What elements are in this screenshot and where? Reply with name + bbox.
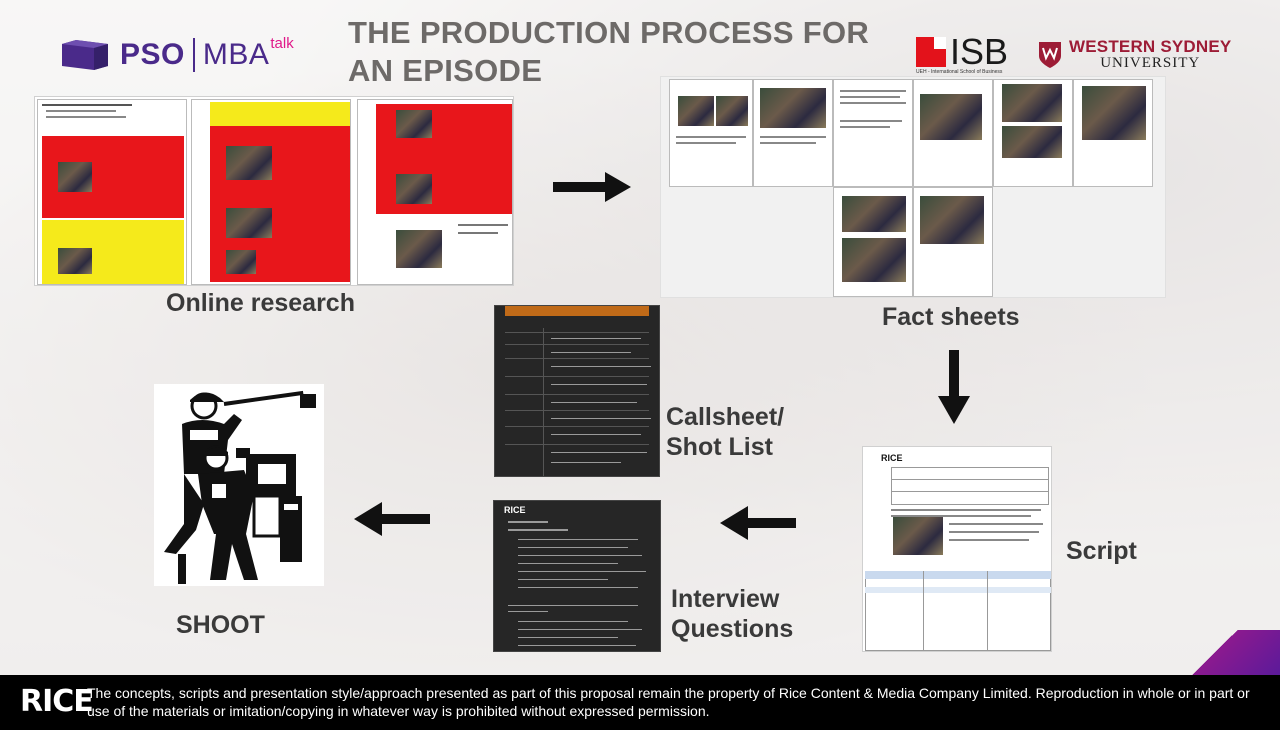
page-title: THE PRODUCTION PROCESS FOR AN EPISODE bbox=[348, 15, 870, 88]
fact-sheets-label: Fact sheets bbox=[882, 303, 1020, 331]
callsheet-doc bbox=[494, 305, 660, 477]
pso-mbatalk-logo: PSO MBA talk bbox=[62, 34, 294, 72]
shoot-label: SHOOT bbox=[176, 611, 265, 639]
fact-sheet-page bbox=[913, 187, 993, 297]
isb-logo: ISB UEH - International School of Busine… bbox=[916, 31, 1009, 75]
decorative-corner bbox=[1150, 630, 1280, 675]
wsu-shield-icon bbox=[1039, 41, 1061, 68]
camera-crew-illustration bbox=[164, 390, 316, 584]
fact-sheet-page bbox=[1073, 79, 1153, 187]
fact-sheet-page bbox=[833, 79, 913, 187]
fact-sheet-page bbox=[913, 79, 993, 187]
arrow-down-icon bbox=[938, 350, 970, 424]
interview-questions-doc: RICE bbox=[493, 500, 661, 652]
script-doc: RICE bbox=[862, 446, 1052, 652]
research-doc-page bbox=[357, 99, 513, 285]
fact-sheet-page bbox=[833, 187, 913, 297]
interview-questions-label: Interview Questions bbox=[671, 585, 794, 643]
fact-sheet-page bbox=[669, 79, 753, 187]
fact-sheet-page bbox=[993, 79, 1073, 187]
fact-sheets-docs bbox=[660, 76, 1166, 298]
callsheet-label: Callsheet/ Shot List bbox=[666, 403, 785, 461]
shoot-illustration bbox=[154, 384, 324, 586]
mba-logo-text: MBA bbox=[202, 38, 270, 71]
isb-logo-subtext: UEH - International School of Business bbox=[916, 69, 1003, 75]
online-research-docs bbox=[34, 96, 514, 286]
pso-book-icon bbox=[62, 40, 108, 70]
wsu-logo-line2: UNIVERSITY bbox=[1100, 55, 1201, 71]
isb-mark-icon bbox=[916, 37, 946, 67]
footer-bar: RICE The concepts, scripts and presentat… bbox=[0, 675, 1280, 730]
research-doc-page bbox=[191, 99, 351, 285]
rice-footer-logo: RICE bbox=[20, 684, 94, 719]
research-doc-page bbox=[37, 99, 187, 285]
script-label: Script bbox=[1066, 537, 1137, 565]
isb-logo-text: ISB bbox=[950, 31, 1009, 72]
fact-sheet-page bbox=[753, 79, 833, 187]
arrow-left-icon bbox=[720, 506, 796, 540]
wsu-logo: WESTERN SYDNEY UNIVERSITY bbox=[1038, 38, 1231, 71]
arrow-left-icon bbox=[354, 502, 430, 536]
talk-logo-text: talk bbox=[270, 34, 294, 52]
wsu-logo-line1: WESTERN SYDNEY bbox=[1069, 37, 1232, 56]
online-research-label: Online research bbox=[166, 289, 355, 317]
logo-separator bbox=[192, 38, 195, 72]
copyright-notice: The concepts, scripts and presentation s… bbox=[87, 685, 1250, 719]
arrow-right-icon bbox=[553, 172, 631, 202]
pso-logo-text: PSO bbox=[120, 38, 185, 71]
